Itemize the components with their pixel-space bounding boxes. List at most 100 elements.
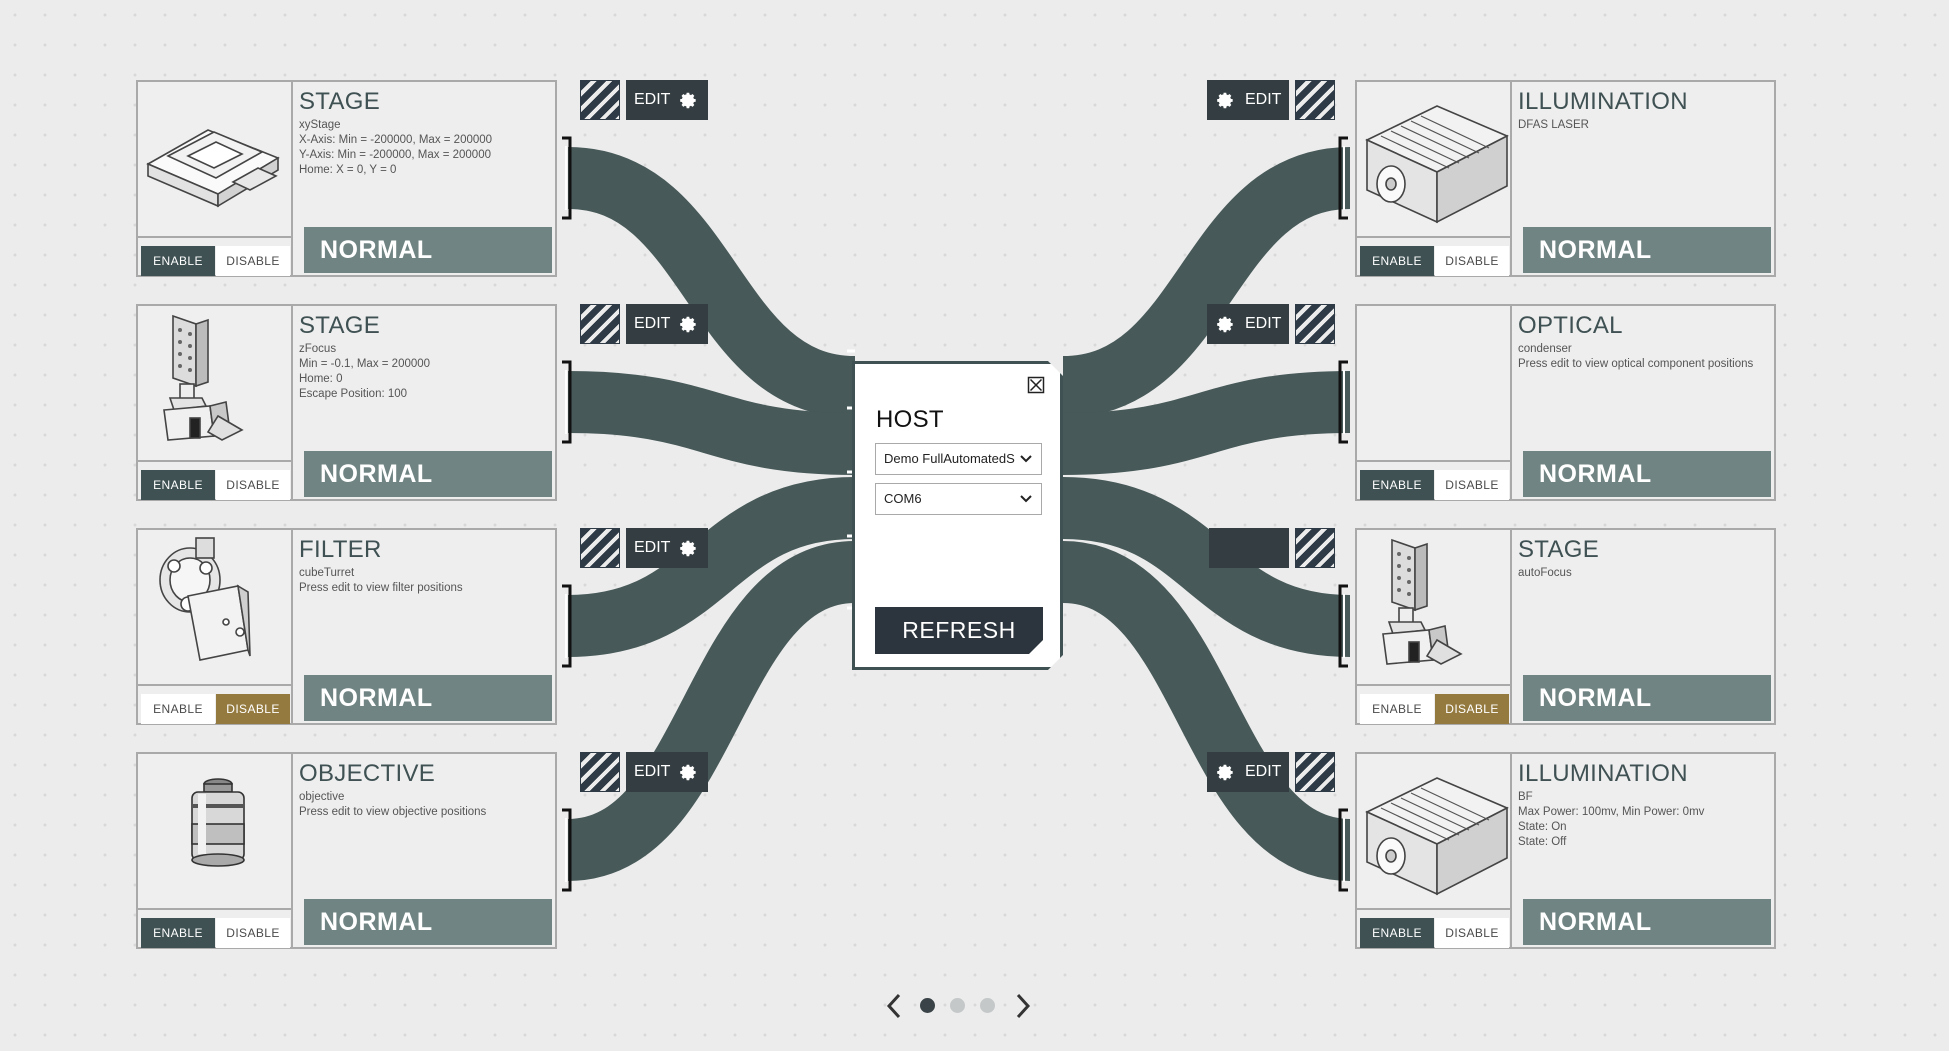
component-detail-line: DFAS LASER — [1518, 119, 1589, 131]
enable-button[interactable]: ENABLE — [141, 694, 215, 724]
component-thumbnail — [138, 306, 293, 460]
enable-button[interactable]: ENABLE — [1360, 694, 1434, 724]
page-dot-2[interactable] — [950, 998, 965, 1013]
disable-button[interactable]: DISABLE — [1435, 246, 1509, 276]
disable-button[interactable]: DISABLE — [216, 246, 290, 276]
status-badge: NORMAL — [1523, 451, 1771, 497]
component-thumbnail — [1357, 306, 1512, 460]
disable-button[interactable]: DISABLE — [216, 470, 290, 500]
component-card-illumination: ENABLE DISABLE ILLUMINATION DFAS LASER N… — [1355, 80, 1776, 277]
chevron-left-icon[interactable] — [884, 992, 904, 1020]
hatch-marker — [1295, 528, 1335, 568]
enable-disable-toggle: ENABLE DISABLE — [138, 236, 293, 277]
enable-disable-toggle: ENABLE DISABLE — [1357, 460, 1512, 501]
component-detail-line: cubeTurret — [299, 567, 355, 579]
enable-button[interactable]: ENABLE — [141, 470, 215, 500]
cable — [1061, 147, 1352, 418]
z-stage-icon — [163, 314, 244, 441]
edit-button[interactable]: EDIT — [626, 304, 708, 344]
hatch-marker — [580, 528, 620, 568]
edit-button-label: EDIT — [1245, 763, 1282, 780]
component-type: OPTICAL — [1518, 312, 1623, 339]
enable-disable-toggle: ENABLE DISABLE — [138, 460, 293, 501]
component-detail-line: X-Axis: Min = -200000, Max = 200000 — [299, 134, 493, 146]
component-thumbnail — [138, 82, 293, 236]
cable-connector — [1338, 808, 1348, 892]
edit-button-label: EDIT — [634, 315, 671, 332]
page-dot-3[interactable] — [980, 998, 995, 1013]
edit-button-label: EDIT — [634, 539, 671, 556]
hatch-marker — [580, 80, 620, 120]
component-detail-line: condenser — [1518, 343, 1572, 355]
component-type: STAGE — [1518, 536, 1600, 563]
component-detail-line: zFocus — [299, 343, 337, 355]
filter-turret-icon — [159, 537, 251, 661]
enable-button[interactable]: ENABLE — [141, 246, 215, 276]
hatch-marker — [1295, 80, 1335, 120]
edit-button[interactable]: EDIT — [626, 80, 708, 120]
chevron-right-icon[interactable] — [1013, 992, 1033, 1020]
enable-disable-toggle: ENABLE DISABLE — [1357, 908, 1512, 949]
device-select[interactable]: Demo FullAutomatedS — [875, 443, 1042, 475]
enable-button[interactable]: ENABLE — [1360, 246, 1434, 276]
edit-button[interactable]: EDIT — [1207, 752, 1289, 792]
port-select-value: COM6 — [884, 491, 922, 506]
cable — [567, 371, 856, 475]
component-type: FILTER — [299, 536, 382, 563]
edit-button[interactable]: EDIT — [1207, 80, 1289, 120]
illumination-module-icon — [1365, 105, 1509, 224]
component-type: OBJECTIVE — [299, 760, 436, 787]
component-detail-line: xyStage — [299, 119, 341, 131]
cable-connector — [562, 136, 572, 220]
enable-disable-toggle: ENABLE DISABLE — [1357, 684, 1512, 725]
cable-connector — [562, 360, 572, 444]
component-detail-line: Press edit to view filter positions — [299, 582, 463, 594]
component-thumbnail — [1357, 82, 1512, 236]
disable-button[interactable]: DISABLE — [1435, 470, 1509, 500]
cable — [1062, 477, 1351, 657]
hatch-marker — [1295, 304, 1335, 344]
edit-button[interactable]: EDIT — [1207, 304, 1289, 344]
cable — [1062, 371, 1351, 475]
gear-icon — [1217, 764, 1233, 781]
gear-icon — [680, 764, 696, 781]
refresh-button[interactable]: REFRESH — [875, 607, 1043, 654]
cable — [567, 477, 856, 657]
disable-button[interactable]: DISABLE — [216, 918, 290, 948]
enable-disable-toggle: ENABLE DISABLE — [1357, 236, 1512, 277]
enable-button[interactable]: ENABLE — [1360, 470, 1434, 500]
cable-connector — [1338, 584, 1348, 668]
gear-icon — [680, 92, 696, 109]
disable-button[interactable]: DISABLE — [1435, 918, 1509, 948]
disable-button[interactable]: DISABLE — [216, 694, 290, 724]
component-type: STAGE — [299, 88, 381, 115]
enable-disable-toggle: ENABLE DISABLE — [138, 908, 293, 949]
edit-button[interactable]: EDIT — [626, 752, 708, 792]
cable — [566, 147, 857, 418]
chevron-down-icon — [1020, 495, 1032, 503]
status-badge: NORMAL — [1523, 227, 1771, 273]
gear-icon — [1217, 92, 1233, 109]
component-thumbnail — [1357, 754, 1512, 908]
port-select[interactable]: COM6 — [875, 483, 1042, 515]
z-stage-icon — [1382, 538, 1463, 665]
edit-button-label: EDIT — [1245, 315, 1282, 332]
component-detail-line: Escape Position: 100 — [299, 388, 408, 400]
gear-icon — [680, 540, 696, 557]
enable-button[interactable]: ENABLE — [141, 918, 215, 948]
status-badge: NORMAL — [304, 899, 552, 945]
edit-button[interactable]: EDIT — [626, 528, 708, 568]
device-select-value: Demo FullAutomatedS — [884, 451, 1015, 466]
close-icon[interactable] — [1027, 376, 1045, 394]
page-dot-1[interactable] — [920, 998, 935, 1013]
enable-button[interactable]: ENABLE — [1360, 918, 1434, 948]
edit-button-placeholder — [1209, 528, 1289, 568]
component-detail-line: State: Off — [1518, 836, 1567, 848]
disable-button[interactable]: DISABLE — [1435, 694, 1509, 724]
